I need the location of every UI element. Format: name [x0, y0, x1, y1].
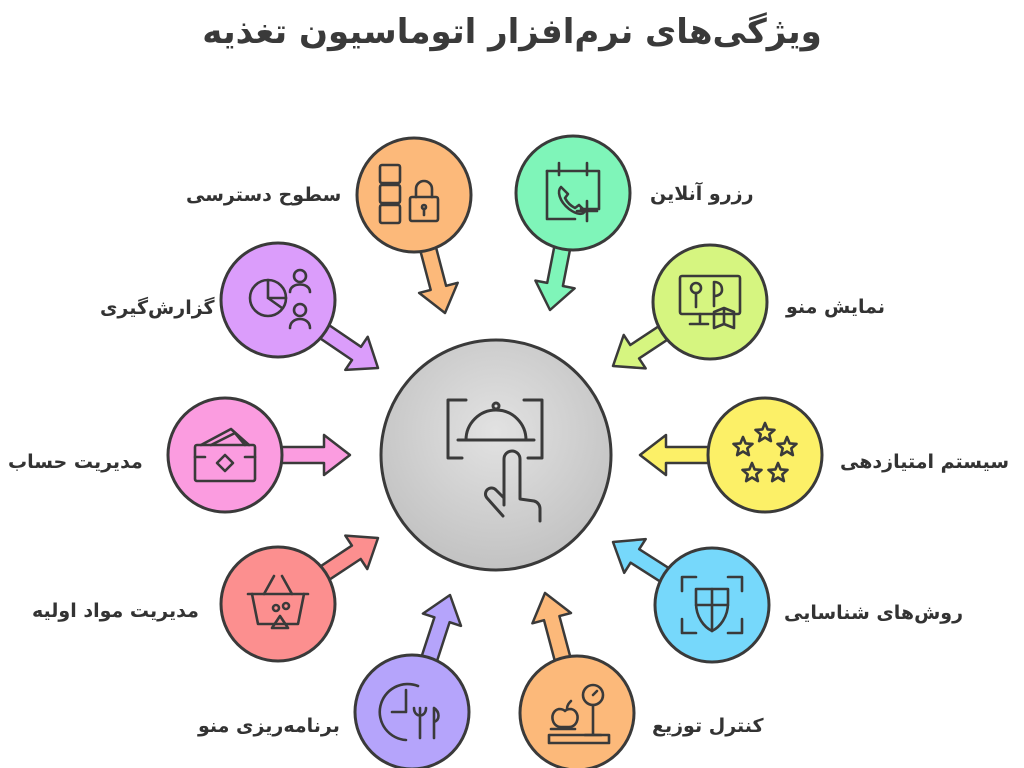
label-reporting: گزارش‌گیری [100, 297, 215, 319]
basket-icon [246, 574, 310, 630]
arrow-menu-planning [418, 593, 463, 668]
calendar-phone-plus-icon [545, 161, 601, 223]
arrow-account-management [274, 433, 352, 477]
node-circle-rating-system [706, 396, 824, 514]
arrow-online-reservation [534, 240, 576, 312]
feature-node-ingredients-management [219, 534, 380, 663]
feature-node-identification-methods [611, 537, 771, 664]
pie-chart-people-icon [248, 268, 312, 330]
arrow-access-levels [417, 241, 459, 315]
wallet-cards-icon [193, 427, 257, 483]
feature-node-menu-display [611, 243, 769, 370]
label-access-levels: سطوح دسترسی [186, 184, 342, 206]
node-circle-ingredients-management [219, 545, 337, 663]
five-stars-icon [732, 421, 798, 483]
feature-node-rating-system [638, 396, 824, 514]
label-online-reservation: رزرو آنلاین [650, 183, 754, 205]
feature-node-online-reservation [514, 134, 632, 312]
food-tray-touch-icon [446, 398, 544, 523]
page-title: ویژگی‌های نرم‌افزار اتوماسیون تغذیه [202, 12, 822, 52]
node-circle-menu-display [651, 243, 769, 361]
label-identification-methods: روش‌های شناسایی [784, 602, 964, 624]
clock-cutlery-icon [378, 682, 440, 742]
feature-node-access-levels [355, 136, 473, 315]
arrow-distribution-control [531, 591, 573, 668]
feature-node-account-management [166, 396, 352, 514]
label-ingredients-management: مدیریت مواد اولیه [32, 600, 199, 622]
node-circle-online-reservation [514, 134, 632, 252]
label-menu-display: نمایش منو [786, 296, 886, 318]
label-distribution-control: کنترل توزیع [652, 715, 764, 737]
monitor-menu-icon [678, 274, 742, 330]
label-menu-planning: برنامه‌ریزی منو [198, 715, 340, 737]
node-circle-reporting [219, 241, 337, 359]
arrow-rating-system [638, 433, 716, 477]
feature-node-distribution-control [518, 591, 636, 768]
scale-apple-icon [547, 683, 611, 745]
face-scan-icon [680, 575, 744, 635]
feature-node-reporting [219, 241, 380, 372]
node-circle-menu-planning [353, 653, 471, 768]
center-node [379, 338, 613, 572]
blocks-lock-icon [378, 163, 440, 225]
label-rating-system: سیستم امتیازدهی [840, 451, 1010, 473]
label-account-management: مدیریت حساب [8, 451, 143, 473]
arrow-ingredients-management [314, 534, 380, 584]
arrow-reporting [314, 320, 380, 372]
feature-node-menu-planning [353, 593, 471, 768]
node-circle-access-levels [355, 136, 473, 254]
